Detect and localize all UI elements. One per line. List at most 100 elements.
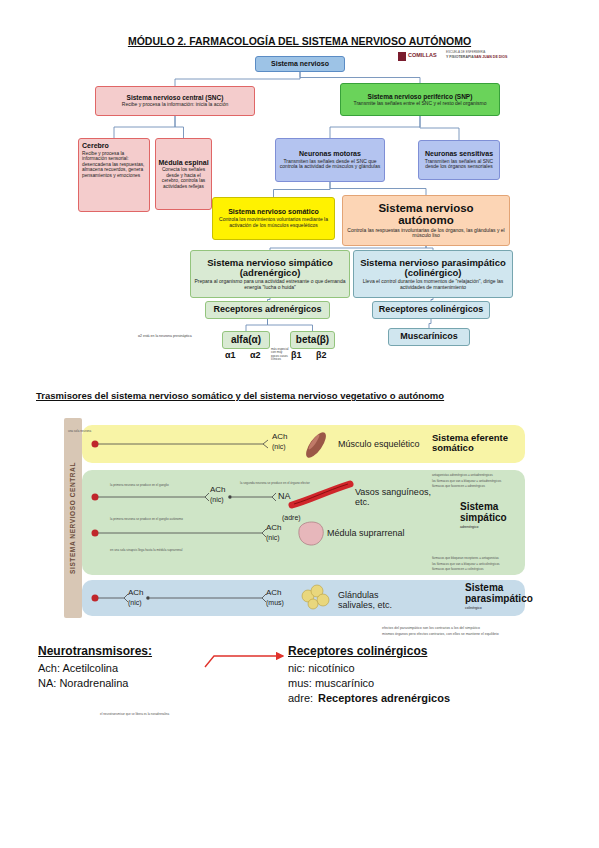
synapse-mark bbox=[124, 594, 128, 602]
connector-line bbox=[429, 319, 431, 328]
text-block: Médula espinalConecta los señales desde … bbox=[156, 139, 211, 209]
logo-mark bbox=[398, 52, 406, 61]
concept-box: Sistema nervioso central (SNC)Recibe y p… bbox=[95, 86, 255, 116]
node-body: Prepara al organismo para una actividad … bbox=[193, 279, 347, 291]
text-block: Sistema nervioso bbox=[256, 57, 344, 71]
text-block: Sistema parasimpáticocolinérgico bbox=[465, 583, 543, 610]
node-heading: Sistema nervioso parasimpático (colinérg… bbox=[356, 258, 510, 279]
gland-illustration bbox=[308, 599, 318, 609]
concept-box: Sistema nervioso periférico (SNP)Transmi… bbox=[340, 83, 500, 116]
text-block: Neuronas motorasTransmiten las señales d… bbox=[276, 139, 384, 181]
connector-line bbox=[330, 116, 420, 138]
ganglion-neuron bbox=[228, 495, 232, 499]
node-body: Recibe y procesa la información sensoria… bbox=[82, 151, 146, 179]
organ-label: Glándulas salivales, etc. bbox=[338, 590, 418, 610]
receptor-type: (nic) bbox=[266, 534, 280, 542]
note: los fármacos que van a bloquear = antiad… bbox=[432, 480, 501, 483]
node-heading: Sistema parasimpático bbox=[465, 583, 543, 605]
node-heading: Sistema nervioso somático bbox=[228, 208, 319, 216]
note: fármacos que bloquean receptores = antag… bbox=[432, 557, 499, 560]
connector-line bbox=[114, 116, 175, 138]
text-block: alfa(α) bbox=[223, 332, 269, 348]
root-box: Sistema nervioso bbox=[255, 56, 345, 72]
receptor-box: alfa(α) bbox=[222, 331, 270, 349]
node-heading: beta(β) bbox=[296, 335, 329, 346]
neurotransmitter: ACh bbox=[128, 589, 144, 598]
neuron-body bbox=[92, 494, 99, 501]
text-block: Sistema nervioso central (SNC)Recibe y p… bbox=[96, 87, 254, 115]
note: mismos órganos pero efectos contrarios, … bbox=[382, 633, 499, 637]
connector-line bbox=[426, 246, 433, 250]
receptor-type: (nic) bbox=[210, 496, 224, 504]
key-item: NA: Noradrenalina bbox=[38, 677, 129, 689]
node-heading: Neuronas motoras bbox=[299, 150, 361, 158]
node-heading: alfa(α) bbox=[231, 335, 261, 346]
muscle-illustration bbox=[302, 429, 329, 460]
concept-box: Sistema nervioso autónomoControla las re… bbox=[342, 195, 510, 246]
note: el neurotransmisor que se libera es la n… bbox=[100, 713, 169, 716]
neuron-body bbox=[92, 595, 99, 602]
ganglion-neuron bbox=[146, 596, 150, 600]
text-block: Sistema nervioso simpático (adrenérgico)… bbox=[191, 251, 349, 297]
axon-line bbox=[150, 598, 262, 599]
neurotransmitter: ACh bbox=[266, 589, 282, 598]
concept-box: Neuronas sensitivasTransmiten las señale… bbox=[418, 140, 500, 180]
key-item: nic: nicotínico bbox=[288, 662, 355, 674]
key-item: Ach: Acetilcolina bbox=[38, 662, 118, 674]
note: fármacos que favorecen = colinérgicos bbox=[432, 568, 483, 571]
text-block: CerebroRecibe y procesa la información s… bbox=[79, 139, 149, 211]
concept-box: Médula espinalConecta los señales desde … bbox=[155, 138, 212, 210]
logo-text: Y FISIOTERAPIA bbox=[446, 56, 474, 60]
node-body: Lleva el control durante los momentos de… bbox=[356, 279, 510, 291]
text-block: Receptores colinérgicos bbox=[373, 302, 489, 318]
text-block: Sistema nervioso periférico (SNP)Transmi… bbox=[341, 84, 499, 115]
neuron-body bbox=[92, 530, 99, 537]
node-body: Recibe y procesa la información: inicia … bbox=[122, 102, 228, 108]
synapse-mark bbox=[205, 493, 209, 501]
connector-line bbox=[300, 72, 420, 83]
node-heading: Médula espinal bbox=[158, 159, 208, 167]
note: en una sola sinapsis llega hasta la médu… bbox=[110, 549, 182, 552]
concept-box: CerebroRecibe y procesa la información s… bbox=[78, 138, 150, 212]
note: efectos del parasimpático son los contra… bbox=[382, 627, 480, 631]
connector-line bbox=[175, 116, 184, 138]
node-heading: Sistema nervioso autónomo bbox=[371, 202, 481, 227]
vessel-lumen bbox=[294, 484, 348, 504]
receptor-type: (nic) bbox=[272, 443, 286, 451]
node-heading: Receptores adrenérgicos bbox=[213, 305, 321, 315]
organ-label: Vasos sanguíneos, etc. bbox=[355, 487, 441, 507]
node-body: Controla los movimientos voluntarios med… bbox=[215, 217, 332, 229]
connector-line bbox=[175, 72, 300, 86]
section-heading: Trasmisores del sistema nervioso somátic… bbox=[36, 391, 444, 402]
axon-line bbox=[98, 444, 263, 445]
concept-box: Sistema nervioso parasimpático (colinérg… bbox=[353, 250, 513, 298]
organ-label: Médula suprarrenal bbox=[327, 528, 405, 538]
node-heading: Sistema eferente somático bbox=[432, 433, 524, 454]
receptor-box: Receptores adrenérgicos bbox=[205, 301, 330, 319]
node-heading: Sistema nervioso periférico (SNP) bbox=[368, 93, 473, 100]
connector-line bbox=[246, 319, 268, 331]
logo-text: ESCUELA DE ENFERMERÍA bbox=[446, 51, 485, 54]
note: la primera neurona se produce en el gang… bbox=[110, 518, 183, 521]
text-block: Sistema nervioso autónomoControla las re… bbox=[343, 196, 509, 245]
adrenal-illustration bbox=[299, 522, 323, 545]
node-body: Transmite las señales entre el SNC y el … bbox=[354, 101, 487, 107]
note: antagonistas adrenérgicos = antiadrenérg… bbox=[432, 474, 493, 477]
greek-subtype: β2 bbox=[316, 350, 327, 360]
concept-box: Sistema nervioso simpático (adrenérgico)… bbox=[190, 250, 350, 298]
logo-text: COMILLAS bbox=[408, 52, 437, 58]
greek-subtype: β1 bbox=[291, 350, 302, 360]
text-block: Muscarínicos bbox=[389, 329, 469, 345]
organ-label: Músculo esquelético bbox=[338, 439, 420, 449]
note: la primera neurona se produce en el gang… bbox=[110, 484, 169, 487]
axon-line bbox=[98, 497, 205, 498]
key-heading: Receptores colinérgicos bbox=[288, 645, 427, 658]
neurotransmitter: ACh bbox=[266, 524, 282, 533]
connector-line bbox=[420, 116, 459, 140]
pointer-arrow bbox=[205, 656, 283, 667]
node-heading: Sistema simpático bbox=[460, 502, 520, 524]
concept-box: Sistema nervioso somáticoControla los mo… bbox=[212, 197, 335, 240]
node-body: Conecta los señales desde y hacia el cer… bbox=[158, 167, 209, 189]
